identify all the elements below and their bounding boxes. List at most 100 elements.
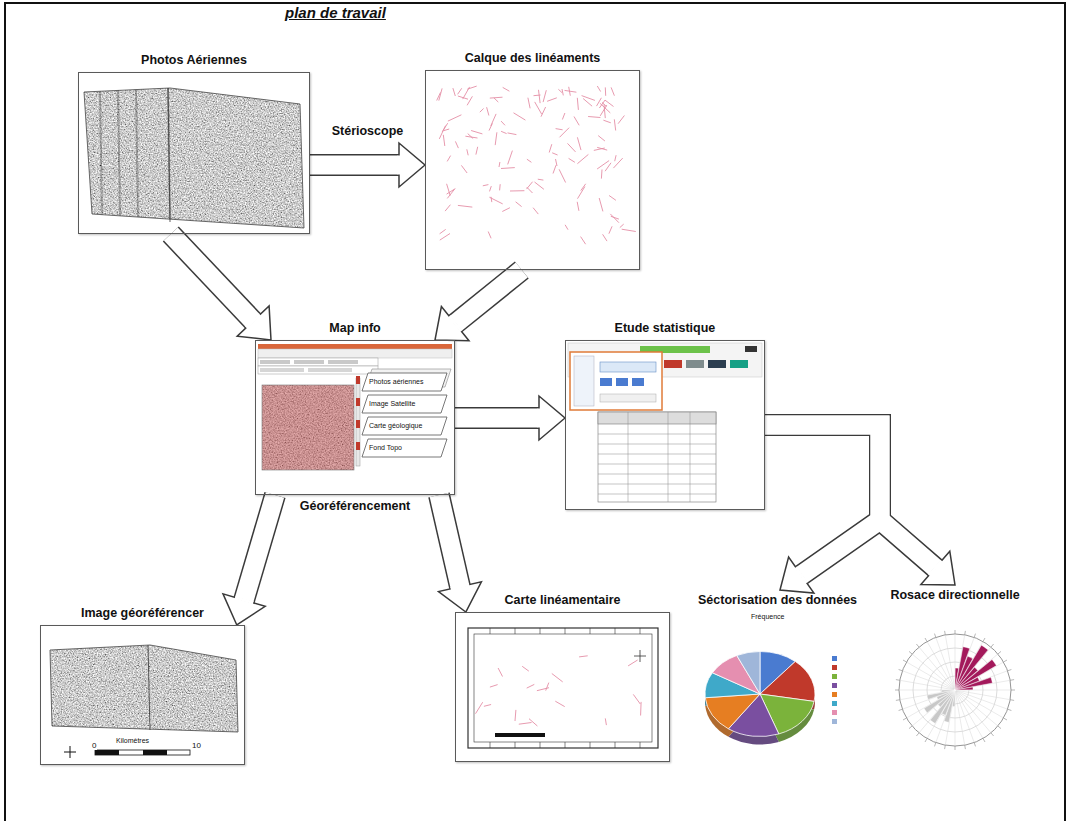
arrow-joint xyxy=(796,567,807,583)
arrow-joint xyxy=(538,409,541,428)
aerial-photo xyxy=(80,85,308,231)
rose-tick xyxy=(909,726,912,729)
diagram-title: plan de travail xyxy=(285,4,386,22)
statistics-panel: Etude statistique xyxy=(565,340,765,510)
rose-radial xyxy=(955,690,965,745)
rose-radial xyxy=(912,690,955,726)
hollow-arrow-fill xyxy=(439,495,460,588)
rose-tick xyxy=(909,651,912,654)
arrow-joint xyxy=(235,597,253,602)
panel-heading: Rosace directionnelle xyxy=(890,588,1019,603)
rose-tick xyxy=(944,631,946,635)
layer-name: Photos aériennes xyxy=(368,378,424,386)
rose-tick xyxy=(903,718,907,720)
rose-tick xyxy=(935,634,936,638)
arrowhead xyxy=(237,306,271,340)
software-panel: Map infoGéoréférencementPhotos aériennes… xyxy=(255,340,455,495)
panel-heading: Map info xyxy=(329,321,380,336)
rose-tick xyxy=(1004,718,1008,720)
panel-heading: Carte linéamentaire xyxy=(505,593,621,608)
spreadsheet-screenshot xyxy=(568,343,762,502)
photo-panel: Photos Aériennes xyxy=(78,72,310,234)
rose-tick xyxy=(1004,660,1008,662)
georeferenced-photo xyxy=(48,642,242,758)
panel-heading: Calque des linéaments xyxy=(465,51,600,66)
pie-chart xyxy=(705,652,837,745)
chart-title: Fréquence xyxy=(750,613,785,621)
arrowhead xyxy=(921,551,955,585)
rose-radial xyxy=(955,690,974,743)
map-panel: Carte linéamentaire xyxy=(455,612,670,762)
rose-tick xyxy=(1010,679,1014,681)
panel-heading: Etude statistique xyxy=(615,321,716,336)
image-panel: Image géoréférencer0Kilomètres10 xyxy=(40,625,245,765)
scale-value: 0 xyxy=(91,741,97,750)
hollow-arrow-fill xyxy=(171,234,254,322)
rose-tick xyxy=(896,699,900,701)
rose-tick xyxy=(998,651,1001,654)
rose-tick xyxy=(1008,670,1012,671)
hollow-arrow xyxy=(244,495,275,601)
arrowhead xyxy=(439,582,482,612)
chart-panel: Séctorisation des donnéesFréquence xyxy=(690,590,865,765)
rose-petal xyxy=(927,690,955,700)
arrowhead-layer xyxy=(223,143,955,625)
rose-tick xyxy=(1008,709,1012,710)
rose-tick xyxy=(1010,699,1014,701)
edge-label: Stérioscope xyxy=(330,124,406,139)
step-caption: Géoréférencement xyxy=(300,499,410,514)
rose-radial xyxy=(955,690,991,733)
arrowhead xyxy=(539,396,565,440)
hollow-arrow xyxy=(310,154,400,176)
lineament-tracing xyxy=(437,86,636,244)
scale-unit: Kilomètres xyxy=(115,737,150,745)
rose-radial xyxy=(945,635,955,690)
rose-radial xyxy=(927,690,955,739)
connector-fill-layer xyxy=(171,165,936,601)
panel-heading: Séctorisation des données xyxy=(698,593,857,608)
hollow-arrow xyxy=(171,234,254,322)
arrow-joint xyxy=(451,585,470,589)
hollow-arrow xyxy=(439,495,460,588)
hollow-arrow-fill xyxy=(765,425,936,569)
arrow-joint xyxy=(398,156,401,175)
rose-tick xyxy=(899,709,903,710)
rose-tick xyxy=(896,679,900,681)
rose-tick xyxy=(955,630,956,634)
rose-tick xyxy=(899,670,903,671)
rose-tick xyxy=(925,739,927,743)
hollow-arrow-fill xyxy=(455,270,522,324)
rose-radial xyxy=(955,690,1004,718)
rose-panel: Rosace directionnelle xyxy=(880,585,1030,765)
scale-value: 10 xyxy=(191,741,202,750)
rose-petal xyxy=(955,677,992,690)
layer-name: Image Satellite xyxy=(368,400,416,408)
arrowhead xyxy=(780,557,814,593)
arrowhead xyxy=(223,594,265,625)
hollow-arrow xyxy=(765,425,880,576)
rose-diagram xyxy=(895,630,1015,750)
mapinfo-screenshot xyxy=(258,344,452,470)
rose-tick xyxy=(916,733,919,736)
lineament-map xyxy=(468,628,658,748)
rose-radial xyxy=(936,637,955,690)
hollow-arrow xyxy=(455,270,522,324)
rose-ring xyxy=(899,634,1011,746)
layer-name: Carte géologique xyxy=(368,422,423,430)
layer-name: Fond Topo xyxy=(368,444,403,452)
hollow-arrow-fill xyxy=(455,409,540,428)
arrow-joint xyxy=(449,316,461,331)
rose-petal xyxy=(955,687,973,690)
connector-outline-layer xyxy=(171,165,936,601)
rose-tick xyxy=(903,660,907,662)
hollow-arrow xyxy=(455,407,540,429)
rose-tick xyxy=(991,733,994,736)
rose-tick xyxy=(944,745,946,749)
lineament-strokes xyxy=(476,656,642,726)
rose-tick xyxy=(964,745,966,749)
rose-tick xyxy=(974,743,975,747)
rose-tick xyxy=(991,644,994,647)
hollow-arrow-fill xyxy=(310,156,400,175)
panel-heading: Photos Aériennes xyxy=(141,53,247,68)
